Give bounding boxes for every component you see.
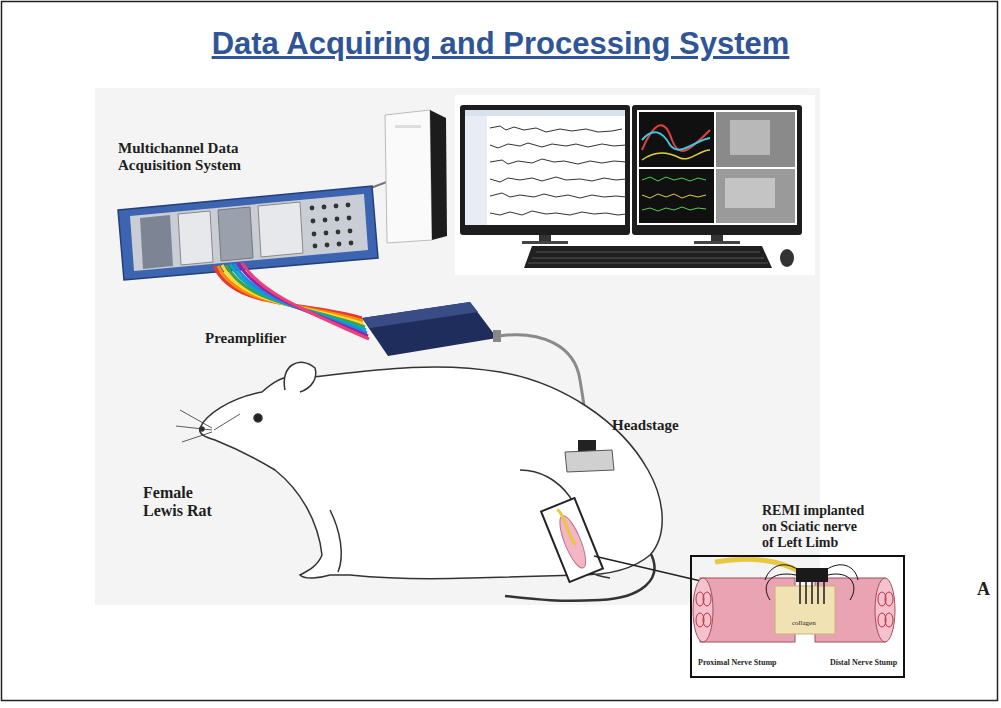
implant-site <box>541 498 603 582</box>
daq-rack <box>118 186 378 280</box>
part-label: Distal Nerve Stump <box>830 658 900 667</box>
part-label: collagen <box>792 619 832 627</box>
monitor <box>460 105 630 244</box>
nerve-illustration <box>693 559 895 642</box>
subject-label: Female Lewis Rat <box>143 484 228 521</box>
device-label: Multichannel Data Acquisition System <box>118 140 293 175</box>
title: Data Acquiring and Processing System <box>0 26 1001 62</box>
inset-panel: REMI implanted on Sciatic nerve of Left … <box>690 555 905 678</box>
rat-outline <box>176 362 662 600</box>
preamplifier <box>362 302 501 356</box>
keyboard <box>524 246 794 268</box>
panel-letter: A <box>977 579 995 600</box>
monitor <box>632 105 802 244</box>
backdrop <box>455 95 815 275</box>
inset-heading: REMI implanted on Sciatic nerve of Left … <box>762 503 870 551</box>
headstage <box>565 440 614 472</box>
device-label: Preamplifier <box>205 330 325 347</box>
ribbon-cable <box>214 263 369 339</box>
part-label: Proximal Nerve Stump <box>698 658 788 667</box>
backdrop <box>95 88 820 605</box>
device-label: Headstage <box>612 417 722 434</box>
